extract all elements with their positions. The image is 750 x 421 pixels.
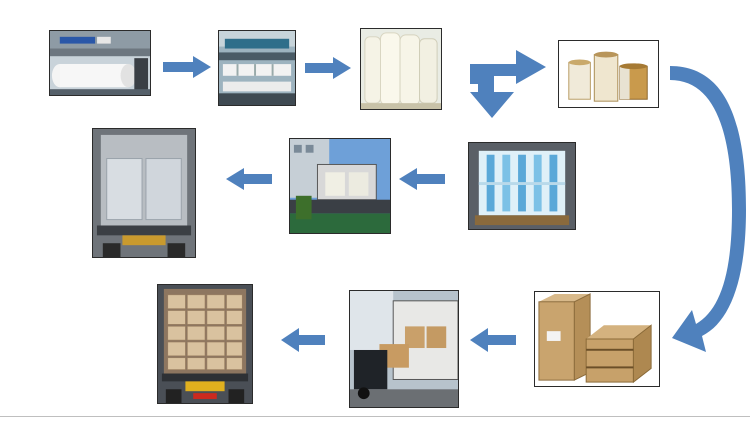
step-film-production <box>49 30 151 96</box>
bottom-divider <box>0 416 750 417</box>
forklift-photo <box>350 291 458 407</box>
step-forklift-loading <box>349 290 459 408</box>
step-pallet-wrapping <box>468 142 576 230</box>
slitting-machine-photo <box>219 31 295 105</box>
left-arrow-icon <box>281 328 325 352</box>
wrapped-pallet-photo <box>469 143 575 229</box>
step-finished-rolls <box>558 40 659 108</box>
left-arrow-icon <box>399 168 445 190</box>
step-slitting <box>218 30 296 106</box>
arrow-right-2 <box>305 57 351 79</box>
arrow-curved-down <box>640 60 750 360</box>
arrow-split-down <box>470 72 514 118</box>
left-arrow-icon <box>226 168 272 190</box>
step-container-loaded <box>92 128 196 258</box>
step-container-shipping <box>157 284 253 404</box>
cartons-photo <box>535 292 659 386</box>
right-arrow-icon <box>163 56 211 78</box>
curved-arrow-icon <box>670 66 746 352</box>
right-arrow-icon <box>305 57 351 79</box>
loaded-container-photo <box>93 129 195 257</box>
arrow-left-4 <box>470 328 516 352</box>
arrow-left-1 <box>226 168 272 190</box>
finished-rolls-photo <box>559 41 658 107</box>
left-arrow-icon <box>470 328 516 352</box>
step-container-loading <box>289 138 391 234</box>
arrow-left-2 <box>399 168 445 190</box>
container-truck-photo <box>158 285 252 403</box>
arrow-right-1 <box>163 56 211 78</box>
film-rolls-photo <box>361 29 441 109</box>
container-loading-photo <box>290 139 390 233</box>
step-film-rolls <box>360 28 442 110</box>
film-machine-photo <box>50 31 150 95</box>
arrow-left-3 <box>281 328 325 352</box>
bent-arrow-down-icon <box>470 72 514 118</box>
step-carton-packing <box>534 291 660 387</box>
